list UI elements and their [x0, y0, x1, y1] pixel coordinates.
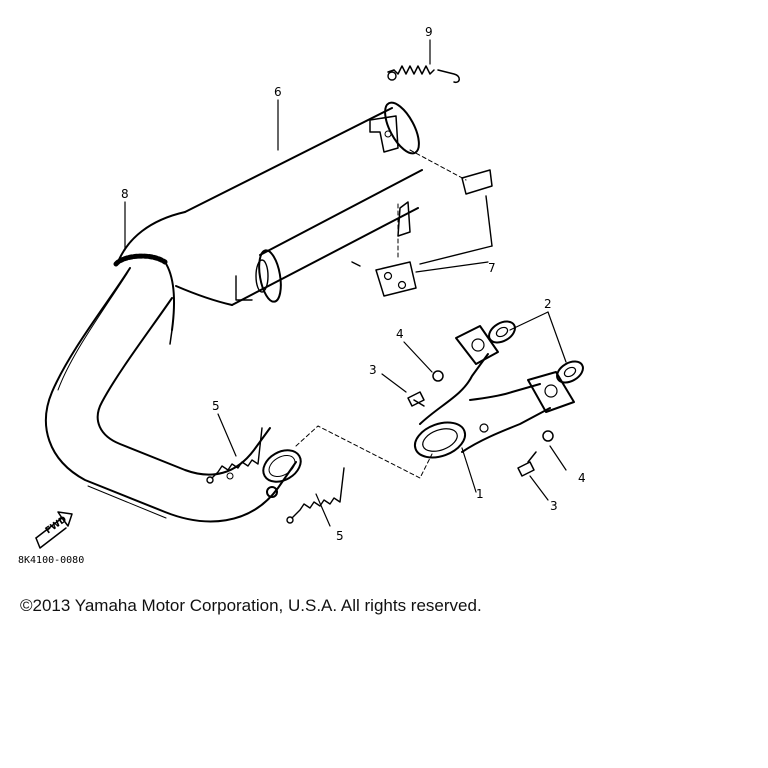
heat-shield-clamp	[113, 253, 175, 345]
muffler	[117, 101, 423, 306]
drawing-code: 8K4100-0080	[18, 555, 84, 566]
callout-4-upper: 4	[396, 327, 404, 341]
callout-5-lower: 5	[336, 529, 344, 543]
fwd-arrow	[35, 511, 73, 549]
callout-8: 8	[121, 187, 129, 201]
callout-2: 2	[544, 297, 552, 311]
callout-6: 6	[274, 85, 282, 99]
copyright-notice: ©2013 Yamaha Motor Corporation, U.S.A. A…	[20, 596, 482, 615]
mount-bracket	[375, 169, 493, 297]
exhaust-manifold	[413, 325, 575, 459]
callout-9: 9	[425, 25, 433, 39]
callout-1: 1	[476, 487, 484, 501]
fasteners	[407, 370, 554, 477]
springs-5	[206, 427, 345, 524]
gaskets	[488, 320, 584, 384]
callout-4-lower: 4	[578, 471, 586, 485]
callout-7: 7	[488, 261, 496, 275]
fwd-label: FWD	[44, 515, 69, 537]
exhaust-pipe	[44, 267, 302, 523]
spring-9	[387, 65, 460, 84]
rubber-pad	[461, 169, 493, 195]
callout-3-lower: 3	[550, 499, 558, 513]
leader-lines	[124, 39, 567, 527]
assembly-lines	[295, 149, 467, 479]
callout-5-upper: 5	[212, 399, 220, 413]
callout-3-upper: 3	[369, 363, 377, 377]
